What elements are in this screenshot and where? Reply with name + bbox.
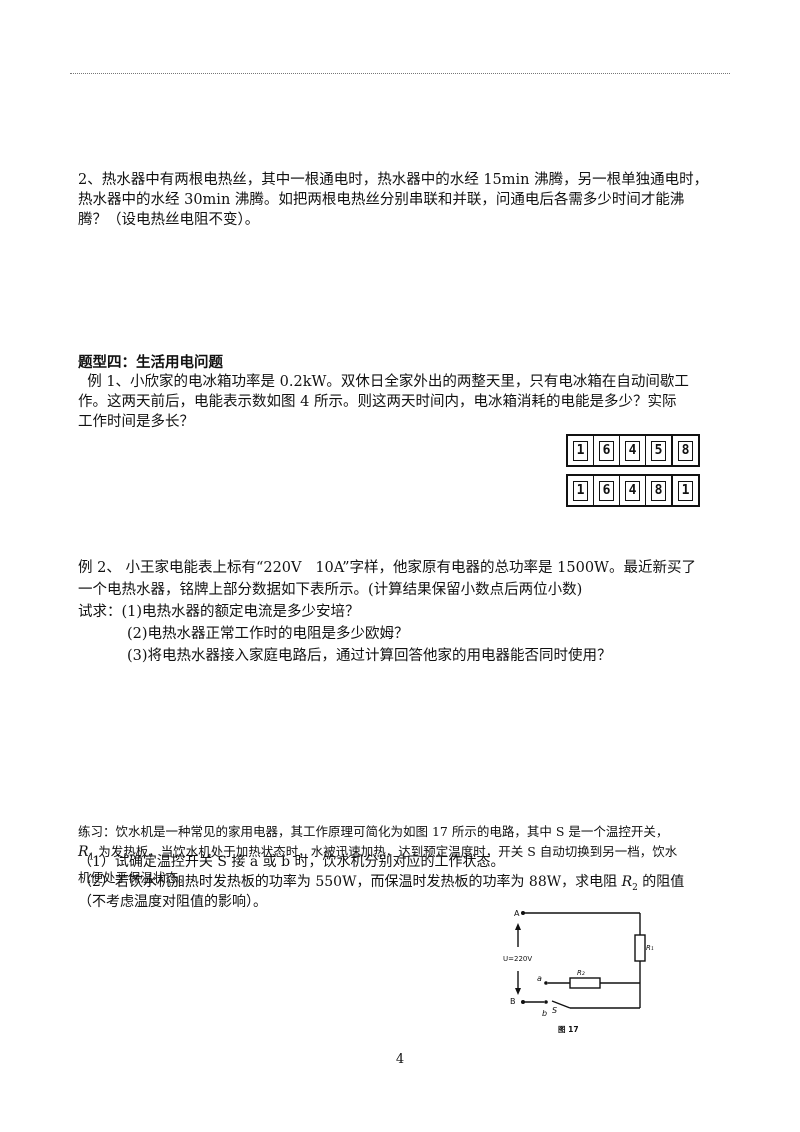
practice-line-1: 练习：饮水机是一种常见的家用电器，其工作原理可简化为如图 17 所示的电路，其中… [78,824,669,839]
header-rule [70,73,730,74]
ex1-line-2: 作。这两天前后，电能表示数如图 4 所示。则这两天时间内，电冰箱消耗的电能是多少… [78,394,677,410]
practice-line-2: R1 为发热板，当饮水机处于加热状态时，水被迅速加热，达到预定温度时，开关 S … [78,844,678,863]
meter-after: 1 6 4 8 1 [566,474,700,507]
page-number: 4 [395,1052,405,1067]
meter-before-digit: 1 [568,436,594,465]
meter-after-digit: 1 [568,476,594,505]
meter-before: 1 6 4 5 8 [566,434,700,467]
circuit-diagram: A B U=220V R₁ R₂ a b S 图 17 [503,909,654,1034]
r2-label: R₂ [577,969,585,977]
ex2-line-4: (2)电热水器正常工作时的电阻是多少欧姆？ [127,626,409,642]
contact-b-label: b [542,1009,547,1018]
ex1-line-1: 例 1、小欣家的电冰箱功率是 0.2kW。双休日全家外出的两整天里，只有电冰箱在… [78,374,689,390]
switch-label: S [552,1006,557,1015]
ex1-line-3: 工作时间是多长？ [78,414,194,430]
practice-q2: （2）若饮水机加热时发热板的功率为 550W，而保温时发热板的功率为 88W，求… [78,874,685,893]
q2-line-2: 热水器中的水经 30min 沸腾。如把两根电热丝分别串联和并联，问通电后各需多少… [78,192,685,208]
voltage-label: U=220V [503,955,532,963]
practice-q3: （不考虑温度对阻值的影响）。 [78,894,267,910]
practice: 练习：饮水机是一种常见的家用电器，其工作原理可简化为如图 17 所示的电路，其中… [78,822,677,888]
ex2-line-3: 试求：(1)电热水器的额定电流是多少安培？ [78,604,360,620]
meter-before-decimal-digit: 8 [671,436,698,465]
label-a-top: A [514,909,520,918]
figure-caption: 图 17 [558,1025,579,1034]
section-title: 题型四：生活用电问题 [78,355,223,371]
ex2-line-1: 例 2、 小王家电能表上标有“220V 10A”字样，他家原有电器的总功率是 1… [78,560,696,576]
meter-before-digit: 6 [594,436,620,465]
meter-after-digit: 6 [594,476,620,505]
meter-before-digit: 4 [620,436,646,465]
meter-after-decimal-digit: 1 [671,476,698,505]
terminal-a [521,911,525,915]
label-b-bottom: B [510,997,516,1006]
ex2-line-5: (3)将电热水器接入家庭电路后，通过计算回答他家的用电器能否同时使用？ [127,648,612,664]
q2-line-3: 腾？（设电热丝电阻不变）。 [78,212,260,228]
contact-a-label: a [537,974,542,983]
practice-line-3: 机便处于保温状态。 [78,869,191,885]
meter-before-digit: 5 [646,436,671,465]
meter-after-digit: 8 [646,476,671,505]
r1-label: R₁ [646,944,654,952]
example-1: 例 1、小欣家的电冰箱功率是 0.2kW。双休日全家外出的两整天里，只有电冰箱在… [78,372,689,432]
example-2: 例 2、 小王家电能表上标有“220V 10A”字样，他家原有电器的总功率是 1… [78,557,696,667]
question-2: 2、热水器中有两根电热丝，其中一根通电时，热水器中的水经 15min 沸腾，另一… [78,170,708,230]
q2-line-1: 2、热水器中有两根电热丝，其中一根通电时，热水器中的水经 15min 沸腾，另一… [78,172,709,188]
practice-q1: （1）试确定温控开关 S 接 a 或 b 时，饮水机分别对应的工作状态。 [78,854,505,870]
terminal-b [521,1000,525,1004]
meter-after-digit: 4 [620,476,646,505]
ex2-line-2: 一个电热水器，铭牌上部分数据如下表所示。(计算结果保留小数点后两位小数) [78,582,583,598]
